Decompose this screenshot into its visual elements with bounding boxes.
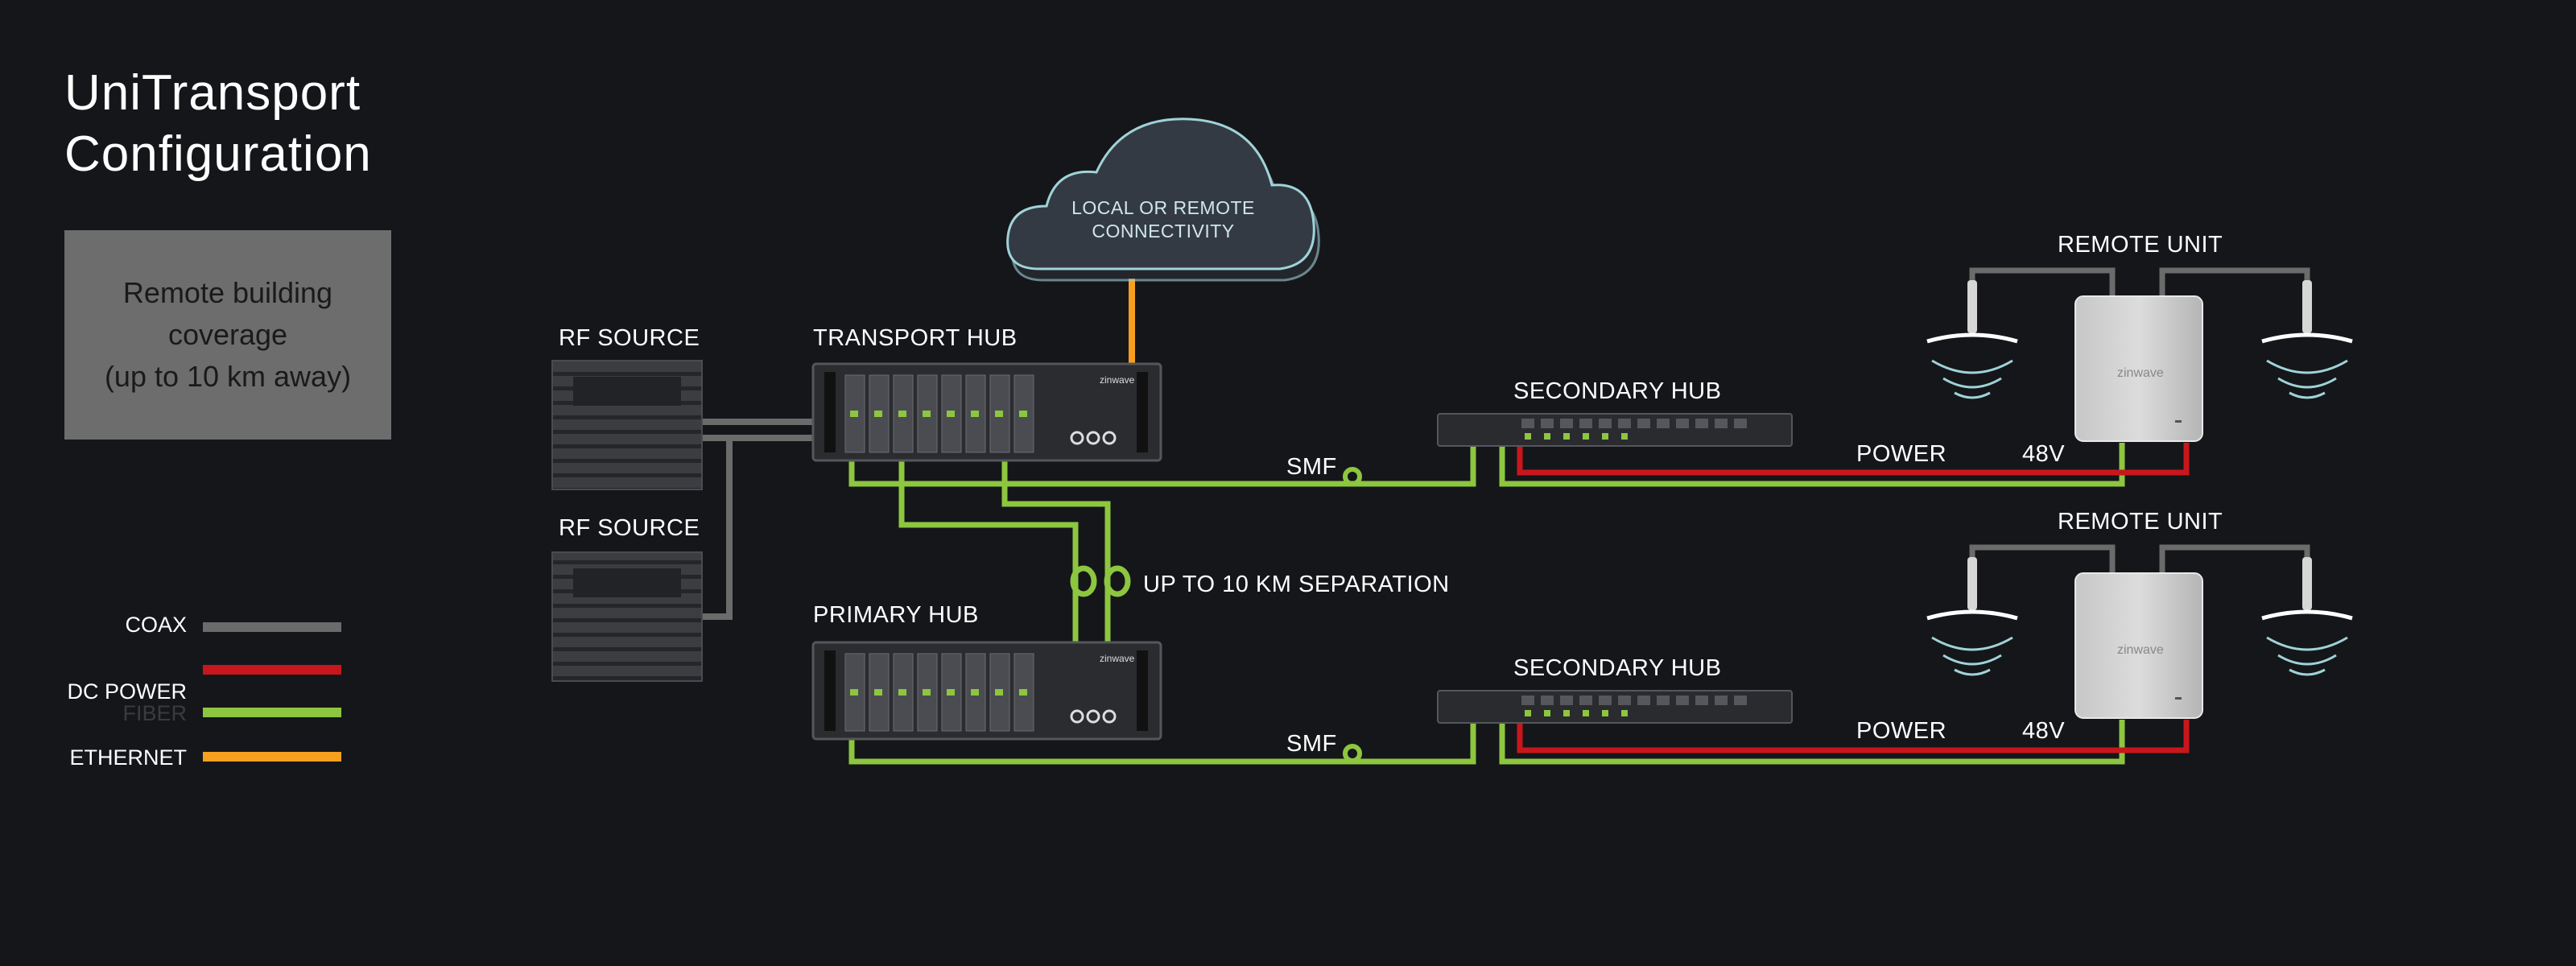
power-label: POWER — [1856, 441, 1947, 467]
primary-hub-label: PRIMARY HUB — [813, 602, 979, 628]
remote-unit-label: REMOTE UNIT — [2058, 509, 2223, 535]
secondary-hub-device — [1437, 690, 1793, 724]
legend-coax-line — [203, 622, 341, 632]
page-title: UniTransport Configuration — [64, 63, 372, 185]
legend-ethernet-line — [203, 752, 341, 762]
smf-loop-icon — [1343, 467, 1362, 486]
rf-source-device — [551, 360, 703, 490]
antenna-icon — [2261, 557, 2353, 676]
cloud-label: LOCAL OR REMOTE CONNECTIVITY — [1046, 196, 1280, 243]
remote-unit-device — [2074, 295, 2203, 442]
separation-label: UP TO 10 KM SEPARATION — [1143, 572, 1450, 597]
cloud-label-line-2: CONNECTIVITY — [1092, 221, 1235, 242]
antenna-icon — [1926, 557, 2018, 676]
secondary-hub-device — [1437, 413, 1793, 447]
voltage-label: 48V — [2022, 441, 2066, 467]
brand-logo: zinwave — [2117, 643, 2164, 657]
primary-hub-device — [811, 641, 1162, 741]
remote-unit-label: REMOTE UNIT — [2058, 232, 2223, 258]
antenna-coax — [1969, 267, 2310, 573]
transport-hub-device — [811, 362, 1162, 462]
brand-logo: zinwave — [1100, 653, 1135, 664]
legend-fiber-line — [203, 708, 341, 717]
coverage-callout: Remote building coverage (up to 10 km aw… — [64, 230, 391, 440]
legend-dc-power-line — [203, 665, 341, 675]
title-line-1: UniTransport — [64, 65, 361, 121]
smf-label: SMF — [1286, 454, 1337, 480]
rf-source-device — [551, 551, 703, 682]
callout-line-2: coverage — [167, 318, 288, 351]
legend-ethernet-label: ETHERNET — [69, 745, 187, 770]
cloud-icon — [1006, 118, 1320, 282]
power-label: POWER — [1856, 718, 1947, 744]
callout-line-3: (up to 10 km away) — [104, 360, 352, 393]
rf-source-label: RF SOURCE — [559, 325, 700, 351]
legend-dc-power-label: DC POWER — [67, 679, 188, 704]
secondary-hub-label: SECONDARY HUB — [1513, 378, 1722, 404]
cloud-label-line-1: LOCAL OR REMOTE — [1071, 197, 1255, 218]
secondary-hub-label: SECONDARY HUB — [1513, 655, 1722, 681]
smf-label: SMF — [1286, 731, 1337, 757]
callout-line-1: Remote building — [122, 276, 333, 309]
antenna-icon — [2261, 280, 2353, 399]
brand-logo: zinwave — [2117, 366, 2164, 380]
remote-unit-device — [2074, 572, 2203, 719]
legend-fiber-label: FIBER — [122, 701, 187, 725]
fiber-loop-icon — [1070, 565, 1131, 597]
transport-hub-label: TRANSPORT HUB — [813, 325, 1018, 351]
coax-cables — [702, 419, 815, 620]
brand-logo: zinwave — [1100, 374, 1135, 386]
title-line-2: Configuration — [64, 126, 372, 182]
antenna-icon — [1926, 280, 2018, 399]
voltage-label: 48V — [2022, 718, 2066, 744]
smf-loop-icon — [1343, 744, 1362, 763]
dc-power-cables — [1517, 438, 2190, 753]
rf-source-label: RF SOURCE — [559, 515, 700, 541]
legend-coax-label: COAX — [125, 613, 187, 637]
